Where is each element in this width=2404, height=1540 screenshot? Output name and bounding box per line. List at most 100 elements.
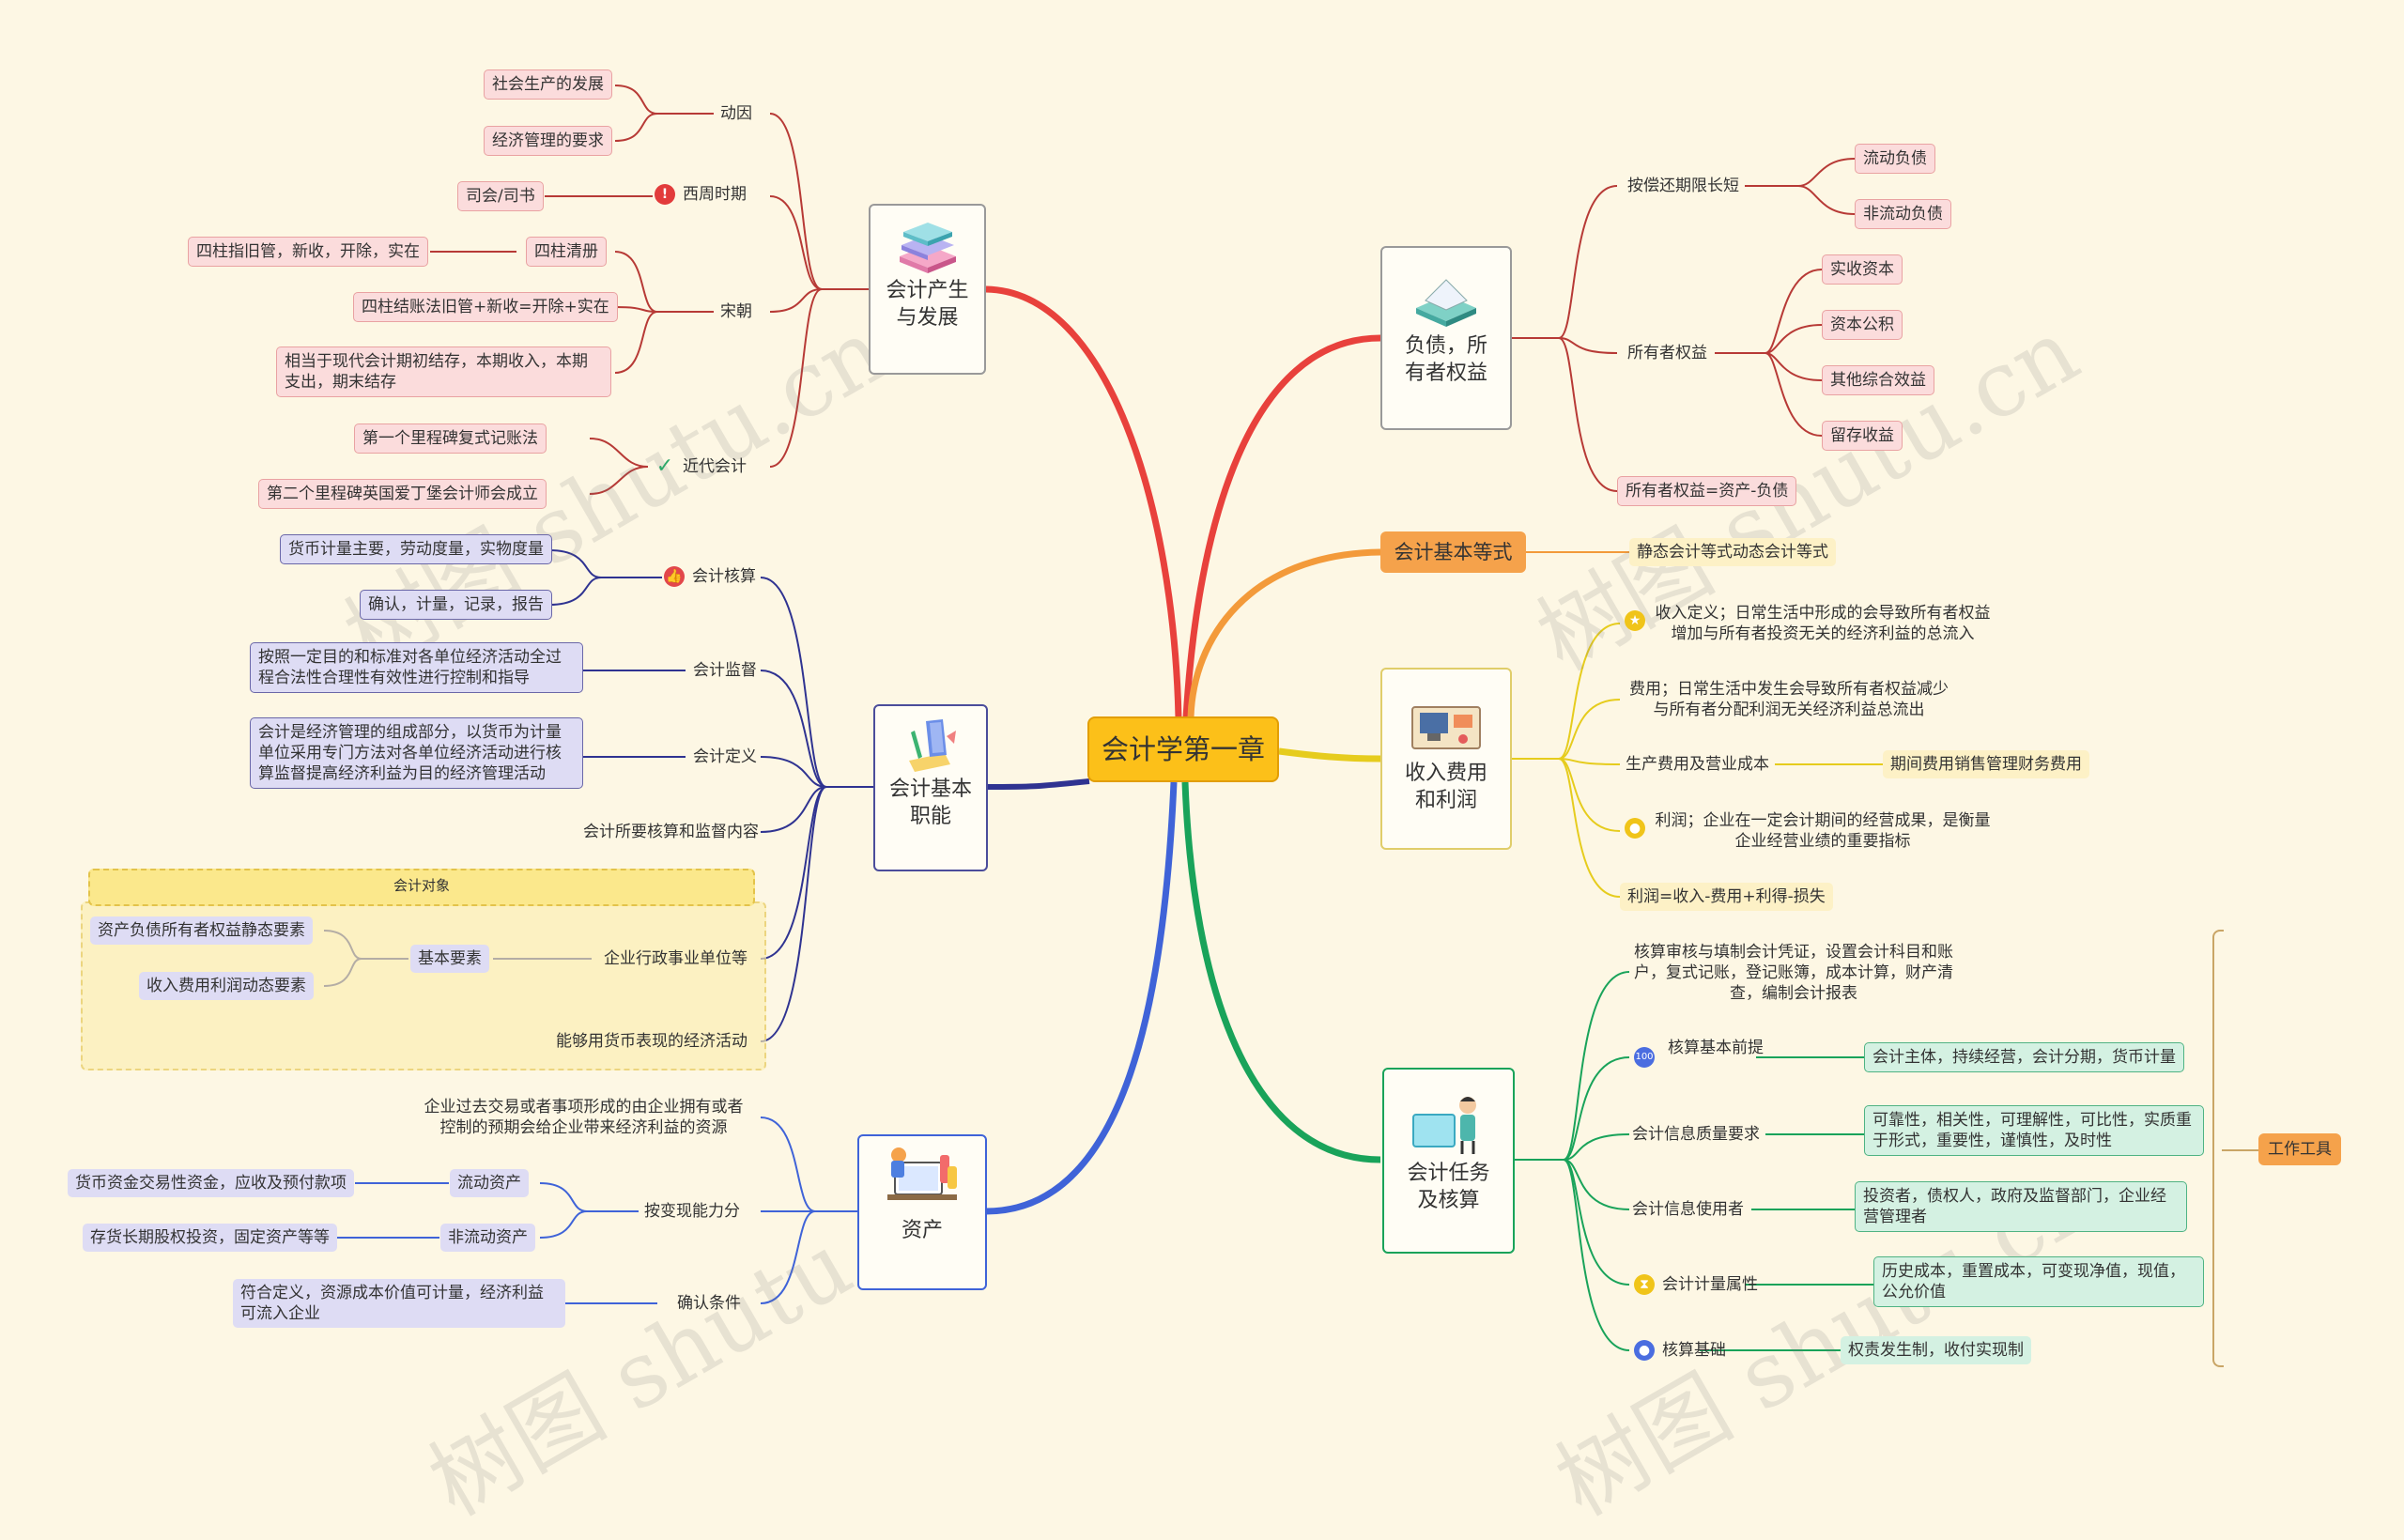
hourglass-icon: ⧗: [1634, 1274, 1655, 1295]
liabilities-equity-item[interactable]: 实收资本: [1822, 254, 1903, 285]
origin-zhou-item[interactable]: 司会/司书: [457, 181, 544, 211]
origin-motive-item[interactable]: 社会生产的发展: [484, 69, 612, 100]
assets-noncurrent-item[interactable]: 存货长期股权投资，固定资产等等: [83, 1224, 337, 1252]
tasks-basis[interactable]: ● 核算基础: [1634, 1340, 1726, 1361]
functions-supervision[interactable]: 会计监督: [693, 661, 757, 680]
functions-definition-item[interactable]: 会计是经济管理的组成部分，以货币为计量单位采用专门方法对各单位经济活动进行核算监…: [250, 717, 583, 789]
tasks-measure-label: 会计计量属性: [1662, 1275, 1758, 1294]
origin-zhou-label: 西周时期: [683, 185, 747, 204]
functions-money[interactable]: 能够用货币表现的经济活动: [556, 1032, 747, 1051]
alert-icon: !: [655, 184, 675, 205]
ruler-pencil-icon: [909, 719, 956, 772]
functions-supervision-item[interactable]: 按照一定目的和标准对各单位经济活动全过程合法性合理性有效性进行控制和指导: [250, 642, 583, 693]
tasks-basis-label: 核算基础: [1662, 1341, 1726, 1360]
origin-song-sub-item[interactable]: 四柱指旧管，新收，开除，实在: [188, 237, 428, 267]
origin-modern-item[interactable]: 第一个里程碑复式记账法: [354, 424, 547, 454]
topic-assets[interactable]: 资产: [857, 1134, 987, 1290]
origin-song-item[interactable]: 四柱结账法旧管+新收=开除+实在: [353, 292, 618, 322]
lightbulb-icon: ●: [1625, 818, 1645, 839]
topic-origin-label: 会计产生与发展: [886, 279, 969, 330]
liabilities-equity[interactable]: 所有者权益: [1627, 344, 1707, 362]
functions-accounting-label: 会计核算: [692, 567, 756, 586]
topic-income[interactable]: 收入费用和利润: [1380, 668, 1512, 850]
assets-recognition[interactable]: 确认条件: [677, 1294, 741, 1313]
equation-item[interactable]: 静态会计等式动态会计等式: [1629, 538, 1836, 566]
income-expense[interactable]: 费用；日常生活中发生会导致所有者权益减少与所有者分配利润无关经济利益总流出: [1629, 680, 1949, 719]
topic-functions[interactable]: 会计基本职能: [873, 704, 988, 871]
tasks-tools[interactable]: 工作工具: [2258, 1133, 2341, 1165]
topic-tasks[interactable]: 会计任务及核算: [1382, 1068, 1515, 1254]
assets-current[interactable]: 流动资产: [450, 1169, 529, 1197]
income-revenue[interactable]: ★ 收入定义；日常生活中形成的会导致所有者权益增加与所有者投资无关的经济利益的总流…: [1625, 603, 1991, 644]
liabilities-term-item[interactable]: 流动负债: [1855, 144, 1935, 174]
topic-functions-label: 会计基本职能: [888, 778, 972, 828]
tasks-measure[interactable]: ⧗ 会计计量属性: [1634, 1274, 1758, 1295]
functions-accounting[interactable]: 👍 会计核算: [664, 566, 756, 587]
star-icon: ★: [1625, 610, 1645, 631]
thumbs-up-icon: 👍: [664, 566, 685, 587]
desk-icon: [887, 1147, 957, 1200]
assets-liquidity[interactable]: 按变现能力分: [644, 1202, 740, 1221]
assets-recognition-item[interactable]: 符合定义，资源成本价值可计量，经济利益可流入企业: [233, 1279, 565, 1328]
assets-definition[interactable]: 企业过去交易或者事项形成的由企业拥有或者控制的预期会给企业带来经济利益的资源: [424, 1098, 744, 1137]
book-stack-icon: [1416, 279, 1476, 327]
summary-bracket: [2212, 930, 2224, 1367]
origin-modern[interactable]: ✓ 近代会计: [655, 456, 747, 477]
tasks-basis-item[interactable]: 权责发生制，收付实现制: [1841, 1336, 2031, 1364]
computer-desk-icon: [1411, 706, 1481, 749]
functions-elements[interactable]: 基本要素: [410, 945, 489, 973]
functions-element-item[interactable]: 资产负债所有者权益静态要素: [90, 916, 313, 945]
income-cost[interactable]: 生产费用及营业成本: [1626, 755, 1769, 774]
tasks-premise-item[interactable]: 会计主体，持续经营，会计分期，货币计量: [1864, 1042, 2184, 1072]
liabilities-equity-item[interactable]: 资本公积: [1822, 310, 1903, 340]
liabilities-equity-item[interactable]: 其他综合效益: [1822, 365, 1934, 395]
tasks-quality[interactable]: 会计信息质量要求: [1632, 1125, 1760, 1144]
assets-noncurrent[interactable]: 非流动资产: [440, 1224, 535, 1252]
functions-element-item[interactable]: 收入费用利润动态要素: [139, 972, 314, 1000]
tasks-measure-item[interactable]: 历史成本，重置成本，可变现净值，现值，公允价值: [1873, 1256, 2204, 1307]
checkmark-icon: ✓: [655, 454, 674, 478]
topic-tasks-label: 会计任务及核算: [1407, 1162, 1490, 1212]
income-cost-item[interactable]: 期间费用销售管理财务费用: [1883, 750, 2089, 778]
origin-motive-item[interactable]: 经济管理的要求: [484, 126, 612, 156]
origin-song-sub[interactable]: 四柱清册: [526, 237, 607, 267]
badge-100-icon: 100: [1634, 1047, 1655, 1068]
liabilities-term[interactable]: 按偿还期限长短: [1627, 177, 1739, 195]
assets-current-item[interactable]: 货币资金交易性资金，应收及预付款项: [68, 1169, 354, 1197]
origin-song-item[interactable]: 相当于现代会计期初结存，本期收入，本期支出，期末结存: [276, 346, 611, 397]
group-title[interactable]: 会计对象: [88, 869, 755, 906]
topic-liabilities[interactable]: 负债，所有者权益: [1380, 246, 1512, 430]
origin-zhou[interactable]: ! 西周时期: [655, 184, 747, 205]
topic-origin[interactable]: 会计产生与发展: [869, 204, 986, 375]
functions-content[interactable]: 会计所要核算和监督内容: [583, 823, 759, 841]
tasks-users[interactable]: 会计信息使用者: [1632, 1200, 1744, 1219]
tasks-premise[interactable]: 100 核算基本前提: [1634, 1038, 1765, 1068]
topic-equation[interactable]: 会计基本等式: [1380, 531, 1526, 573]
functions-units[interactable]: 企业行政事业单位等: [604, 949, 747, 968]
income-revenue-label: 收入定义；日常生活中形成的会导致所有者权益增加与所有者投资无关的经济利益的总流入: [1655, 604, 1991, 643]
income-profit-label: 利润；企业在一定会计期间的经营成果，是衡量企业经营业绩的重要指标: [1655, 811, 1991, 851]
tasks-users-item[interactable]: 投资者，债权人，政府及监督部门，企业经营管理者: [1855, 1181, 2187, 1232]
functions-accounting-item[interactable]: 货币计量主要，劳动度量，实物度量: [280, 534, 552, 564]
books-icon: [899, 223, 956, 273]
connector-lines: [323, 85, 2258, 1351]
liabilities-equity-item[interactable]: 留存收益: [1822, 421, 1903, 451]
origin-song[interactable]: 宋朝: [720, 302, 752, 321]
tasks-premise-label: 核算基本前提: [1668, 1039, 1764, 1057]
origin-modern-label: 近代会计: [683, 457, 747, 476]
income-profit[interactable]: ● 利润；企业在一定会计期间的经营成果，是衡量企业经营业绩的重要指标: [1625, 810, 1991, 852]
user-icon: ●: [1634, 1340, 1655, 1361]
topic-assets-label: 资产: [901, 1219, 943, 1242]
functions-definition[interactable]: 会计定义: [693, 747, 757, 766]
income-formula[interactable]: 利润=收入-费用+利得-损失: [1620, 883, 1833, 911]
functions-accounting-item[interactable]: 确认，计量，记录，报告: [360, 590, 552, 620]
root-topic[interactable]: 会计学第一章: [1087, 716, 1279, 782]
origin-modern-item[interactable]: 第二个里程碑英国爱丁堡会计师会成立: [258, 479, 547, 509]
liabilities-formula[interactable]: 所有者权益=资产-负债: [1617, 476, 1797, 506]
origin-motive[interactable]: 动因: [720, 104, 752, 123]
liabilities-term-item[interactable]: 非流动负债: [1855, 199, 1951, 229]
tasks-quality-item[interactable]: 可靠性，相关性，可理解性，可比性，实质重于形式，重要性，谨慎性，及时性: [1864, 1105, 2204, 1156]
tasks-duty[interactable]: 核算审核与填制会计凭证，设置会计科目和账户，复式记账，登记账簿，成本计算，财产清…: [1634, 943, 1953, 1003]
presenter-icon: [1411, 1097, 1476, 1154]
topic-liabilities-label: 负债，所有者权益: [1404, 334, 1487, 385]
